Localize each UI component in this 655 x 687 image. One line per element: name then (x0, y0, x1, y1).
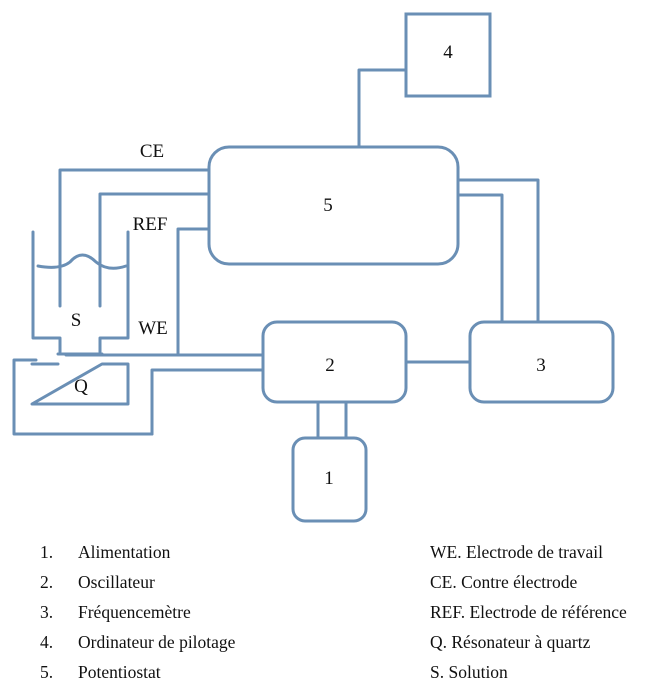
wire-electrode-2 (98, 192, 211, 308)
legend-item: 5. Potentiostat (40, 657, 235, 687)
legend-item: 1. Alimentation (40, 537, 235, 567)
legend-item: CE. Contre électrode (430, 572, 578, 592)
we-label: WE (138, 318, 168, 339)
cell-solution-surface (36, 253, 128, 270)
legend-components: 1. Alimentation 2. Oscillateur 3. Fréquence… (40, 537, 235, 687)
block-3-frequencymeter (468, 320, 615, 404)
block-5-potentiostat (207, 145, 460, 266)
legend-abbreviations: WE. Electrode de travail CE. Contre élec… (430, 537, 627, 687)
block-2-oscillator (261, 320, 408, 404)
block-4-computer (404, 12, 492, 98)
experimental-setup-diagram: 4 5 2 3 1 CE REF WE S Q (12, 12, 615, 523)
quartz-label: Q (74, 376, 88, 397)
wire-ref (176, 227, 211, 357)
legend-text: Fréquencemètre (78, 602, 191, 622)
legend-text: Ordinateur de pilotage (78, 632, 236, 652)
ce-label: CE (140, 141, 164, 162)
block-3-label: 3 (536, 355, 546, 376)
legend-number: 2. (40, 572, 54, 592)
legend-text: Potentiostat (78, 662, 161, 682)
block-2-label: 2 (325, 355, 335, 376)
legend-number: 3. (40, 602, 54, 622)
block-1-power-supply (291, 436, 368, 523)
legend-item: REF. Electrode de référence (430, 602, 627, 622)
connection-wires (12, 68, 540, 440)
legend-item: 4. Ordinateur de pilotage (40, 627, 235, 657)
legend-item: Q. Résonateur à quartz (430, 632, 591, 652)
wire-quartz-oscillator (150, 368, 265, 436)
wire-potentiostat-computer (357, 68, 408, 149)
ref-label: REF (133, 214, 168, 235)
cell-beaker (31, 230, 130, 354)
block-1-label: 1 (324, 468, 334, 489)
block-5-label: 5 (323, 195, 333, 216)
wire-ce (58, 168, 211, 308)
solution-label: S (71, 310, 82, 331)
legend-text: Oscillateur (78, 572, 155, 592)
legend-item: 2. Oscillateur (40, 567, 235, 597)
wire-potentiostat-frequencymeter-a (456, 178, 540, 324)
legend-number: 4. (40, 632, 54, 652)
legend-number: 5. (40, 662, 54, 682)
block-4-label: 4 (443, 42, 453, 63)
quartz-holder (30, 362, 130, 406)
legend-item: WE. Electrode de travail (430, 542, 603, 562)
wire-outer-loop (12, 358, 154, 436)
electrochemical-cell (30, 230, 130, 406)
legend-text: Alimentation (78, 542, 171, 562)
legend-item: S. Solution (430, 662, 508, 682)
legend-item: 3. Fréquencemètre (40, 597, 235, 627)
wire-potentiostat-frequencymeter-b (456, 193, 504, 324)
legend-number: 1. (40, 542, 54, 562)
